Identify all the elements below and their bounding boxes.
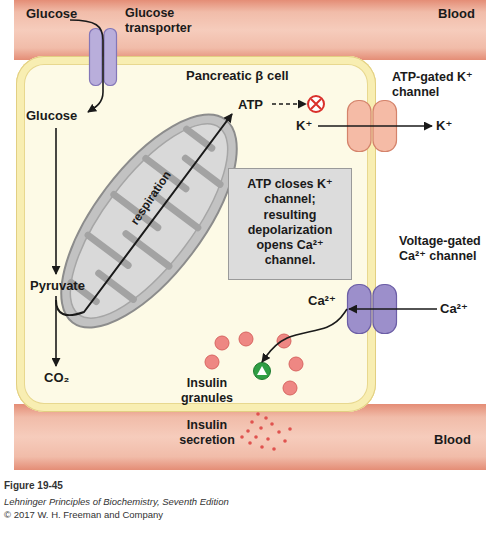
- copyright-note: © 2017 W. H. Freeman and Company: [4, 509, 163, 520]
- process-label: Insulin secretion: [174, 418, 240, 449]
- insulin-granule: Insulin granules: [253, 362, 271, 380]
- channel-outline: [347, 284, 397, 334]
- metabolite-label: Pyruvate: [30, 278, 85, 294]
- channel-subunit: [90, 29, 103, 86]
- note-text: ATP closes K⁺ channel; resulting depolar…: [238, 177, 342, 269]
- channel-subunit: [373, 101, 397, 152]
- compartment-label: Blood: [438, 6, 490, 22]
- glucose-transporter: Glucose transporter: [89, 28, 117, 86]
- crista: [126, 234, 169, 266]
- channel-outline: [347, 100, 397, 152]
- mechanism-note: ATP closes K⁺ channel; resulting depolar…: [228, 168, 352, 280]
- blood-band: Insulin secretion Blood: [14, 404, 486, 470]
- channel-subunit: [373, 285, 397, 334]
- calcium-channel: Voltage-gated Ca²⁺ channel: [347, 284, 397, 334]
- ion-label: K⁺: [296, 118, 312, 134]
- book-credit: Lehninger Principles of Biochemistry, Se…: [4, 496, 229, 507]
- ion-label: Ca²⁺: [440, 301, 468, 317]
- metabolite-label: CO₂: [44, 370, 69, 386]
- channel-subunit: [104, 29, 117, 86]
- granule-label: Insulin granules: [175, 376, 239, 407]
- figure-number: Figure 19-45: [4, 480, 63, 491]
- crista: [187, 129, 212, 148]
- mitochondrion-outline: [57, 112, 241, 330]
- ion-label: K⁺: [436, 118, 452, 134]
- mitochondrion: respiration: [57, 112, 241, 330]
- inner-membrane: [43, 101, 254, 341]
- metabolite-label: ATP: [238, 97, 263, 113]
- compartment-label: Blood: [434, 432, 486, 448]
- granule-outline: [253, 362, 271, 380]
- blood-band: Blood: [14, 0, 486, 60]
- crista: [99, 273, 134, 299]
- channel-subunit: [348, 101, 372, 152]
- channel-label: ATP-gated K⁺ channel: [392, 70, 476, 101]
- metabolite-label: Glucose: [26, 6, 77, 22]
- transporter-label: Glucose transporter: [125, 6, 209, 37]
- granule-body: [254, 363, 271, 380]
- channel-label: Voltage-gated Ca²⁺ channel: [399, 234, 491, 265]
- metabolite-label: Glucose: [26, 108, 77, 124]
- crista: [155, 195, 198, 227]
- granule-core: [257, 366, 267, 375]
- ion-label: Ca²⁺: [308, 293, 336, 309]
- crista: [185, 158, 220, 184]
- channel-outline: [89, 28, 117, 86]
- cell-title: Pancreatic β cell: [186, 68, 336, 84]
- channel-subunit: [348, 285, 372, 334]
- crista: [88, 235, 128, 265]
- potassium-channel: ATP-gated K⁺ channel: [347, 100, 397, 152]
